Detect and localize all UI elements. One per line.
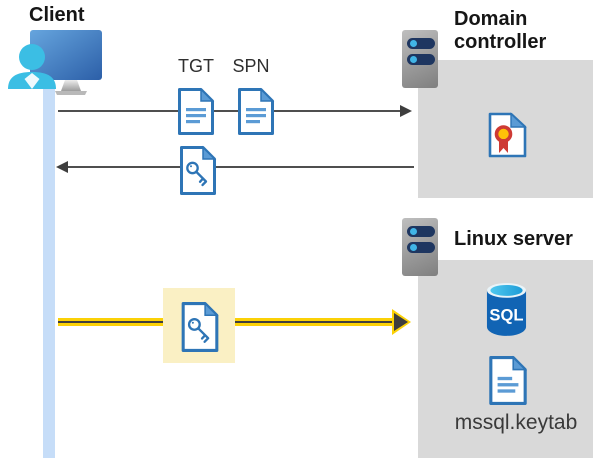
server-slot [407, 38, 435, 49]
server-led-icon [410, 244, 417, 251]
client-label: Client [29, 4, 85, 26]
server-slot [407, 54, 435, 65]
client-lifeline [43, 86, 55, 458]
server-led-icon [410, 56, 417, 63]
domain-controller-label: Domain controller [454, 8, 547, 53]
client-computer-user-icon [8, 30, 102, 95]
certificate-icon [488, 112, 527, 158]
tgt-ticket-icon [178, 87, 215, 135]
domain-controller-server-icon [402, 30, 438, 88]
return-ticket-arrowhead-icon [56, 161, 68, 173]
server-led-icon [410, 40, 417, 47]
server-slot [407, 242, 435, 253]
keytab-file-label: mssql.keytab [454, 411, 578, 434]
server-slot [407, 226, 435, 237]
presented-service-ticket-key-icon [181, 301, 219, 352]
server-led-icon [410, 228, 417, 235]
return-ticket-arrow-line [66, 166, 414, 168]
linux-server-icon [402, 218, 438, 276]
request-ticket-arrow-line [58, 110, 402, 112]
service-ticket-key-icon [180, 145, 217, 195]
sql-badge-text: SQL [489, 306, 523, 325]
spn-label: SPN [232, 56, 270, 76]
linux-server-label: Linux server [454, 228, 573, 250]
spn-ticket-icon [238, 87, 275, 135]
sql-database-icon: SQL [486, 283, 527, 336]
tgt-label: TGT [178, 56, 214, 76]
keytab-file-icon [489, 355, 528, 405]
request-ticket-arrowhead-icon [400, 105, 412, 117]
present-ticket-arrowhead-icon [394, 313, 408, 331]
